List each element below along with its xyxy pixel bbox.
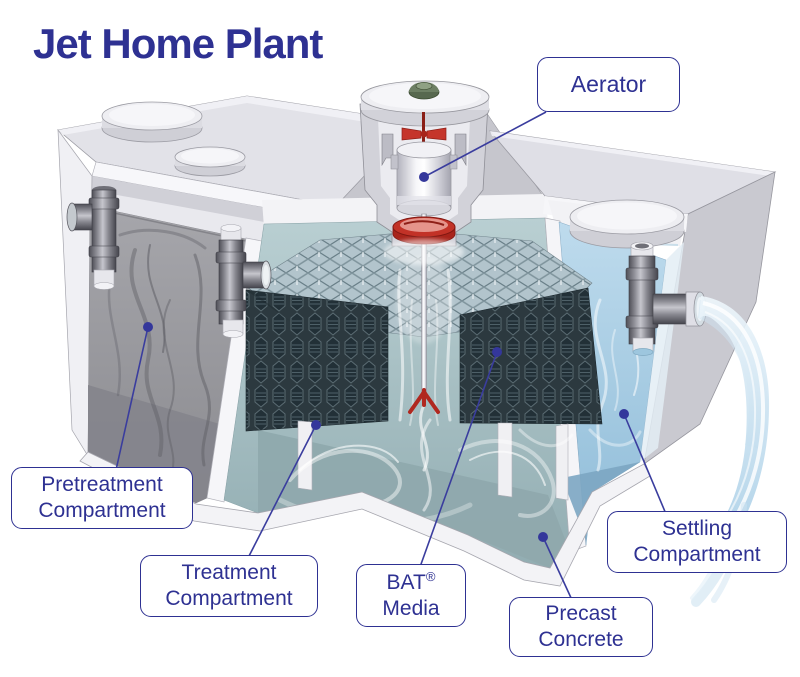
label-aerator-text: Aerator (570, 71, 647, 98)
vent-cap (408, 82, 440, 100)
label-bat-media: BAT® Media (356, 564, 466, 627)
label-settling-compartment: Settling Compartment (607, 511, 787, 573)
access-lid-front-left (174, 146, 246, 177)
label-precast-line1: Precast (545, 602, 617, 626)
label-treatment-line2: Compartment (165, 587, 293, 610)
aerator-motor (390, 141, 458, 217)
label-precast-concrete: Precast Concrete (509, 597, 653, 657)
label-aerator: Aerator (537, 57, 680, 112)
transfer-tee-pipe (215, 224, 272, 338)
page-title: Jet Home Plant (33, 20, 323, 67)
label-treatment-compartment: Treatment Compartment (140, 555, 318, 617)
access-lid-settling (569, 199, 685, 249)
inlet-tee-pipe (66, 186, 120, 290)
label-pretreatment-line2: Compartment (38, 499, 166, 522)
label-treatment-line1: Treatment (181, 561, 277, 585)
label-bat-word: BAT (386, 571, 426, 595)
label-pretreatment-compartment: Pretreatment Compartment (11, 467, 193, 529)
label-pretreatment-line1: Pretreatment (41, 473, 163, 497)
label-bat-line2: Media (382, 597, 440, 620)
label-settling-line2: Compartment (633, 543, 761, 566)
access-lid-rear-left (101, 101, 203, 143)
label-precast-line2: Concrete (538, 628, 624, 651)
label-settling-line1: Settling (661, 517, 733, 541)
main-impeller (384, 216, 464, 265)
label-bat-line1: BAT® (363, 569, 459, 596)
registered-mark: ® (425, 569, 436, 585)
